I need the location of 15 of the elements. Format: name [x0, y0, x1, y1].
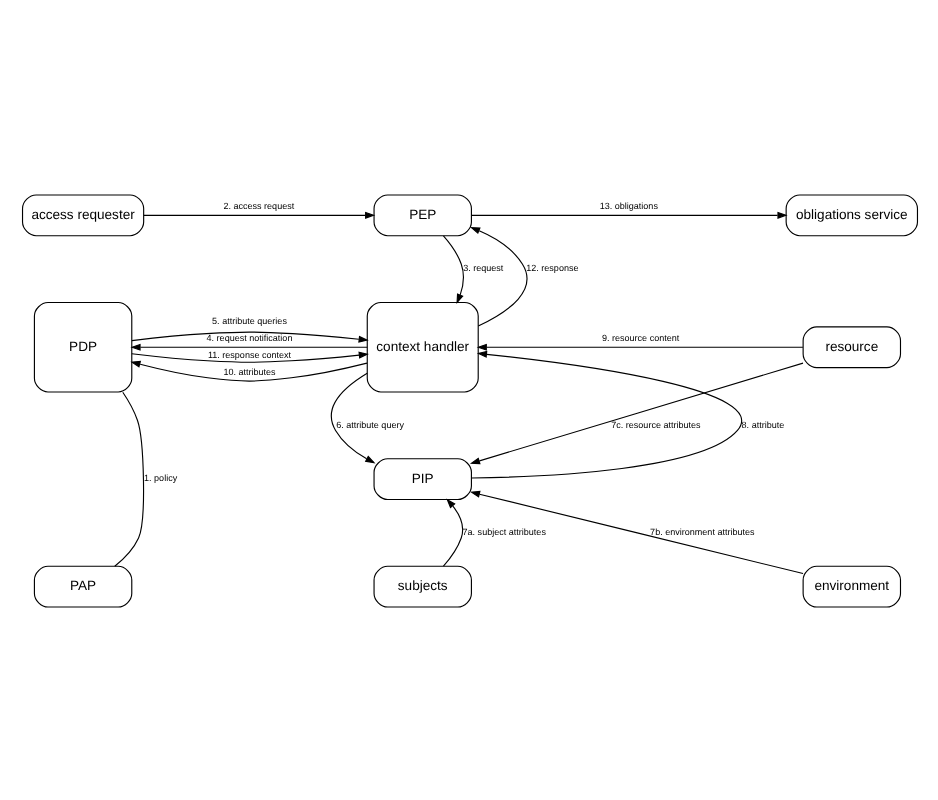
arrow — [130, 330, 368, 342]
arrow — [129, 342, 367, 350]
arrow — [469, 210, 787, 218]
connector — [113, 390, 144, 566]
arrow — [468, 489, 803, 574]
arrow — [468, 226, 527, 326]
arrow — [329, 371, 375, 463]
arrow — [470, 349, 742, 478]
arrow — [142, 210, 375, 218]
arrow — [129, 359, 367, 381]
arrow — [475, 342, 803, 350]
arrow — [441, 497, 463, 566]
arrow — [468, 361, 803, 464]
arrow — [130, 350, 368, 362]
arrow — [441, 234, 463, 304]
